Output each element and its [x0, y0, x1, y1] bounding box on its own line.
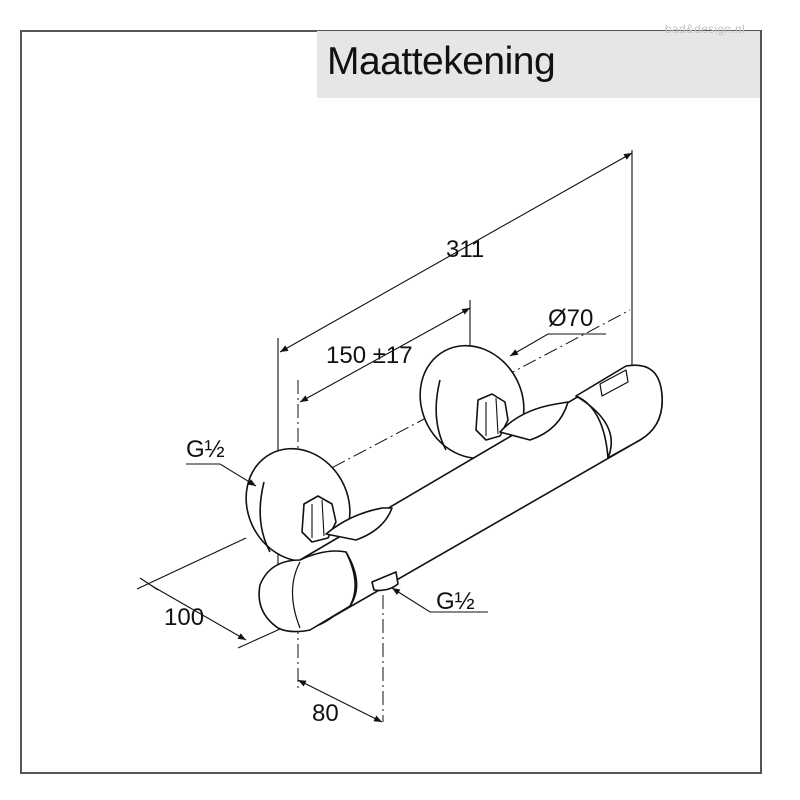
label-inlet-spacing: 150 ±17	[326, 342, 413, 369]
ext-line-wall	[136, 537, 247, 590]
label-rosette-diameter: Ø70	[548, 305, 594, 332]
label-projection: 100	[164, 604, 205, 631]
watermark-logo: bad&design.nl	[665, 22, 745, 36]
dim-line-80	[297, 679, 383, 723]
outlet-stub	[371, 571, 399, 592]
label-outlet-thread: G½	[436, 588, 475, 615]
dimension-lines	[139, 152, 633, 723]
leader-g12-outlet	[391, 587, 488, 613]
label-outlet-offset: 80	[312, 700, 339, 727]
rosette-left-edge	[259, 481, 271, 553]
dim-line-100	[151, 585, 247, 641]
page-title: Maattekening	[327, 40, 556, 83]
handle-right-grip	[599, 369, 629, 397]
label-inlet-thread: G½	[186, 436, 225, 463]
title-bar: Maattekening	[317, 31, 760, 98]
arm-right	[499, 401, 569, 441]
leader-g12-left	[186, 463, 257, 487]
handle-left-cap	[258, 550, 356, 633]
label-overall-length: 311	[446, 236, 485, 263]
arm-left	[325, 507, 393, 541]
dim-line-150	[299, 307, 471, 403]
leader-d70	[509, 333, 606, 357]
mixer-tap	[245, 344, 663, 633]
handle-right-cap	[575, 364, 663, 459]
dim-line-100b	[139, 577, 159, 591]
